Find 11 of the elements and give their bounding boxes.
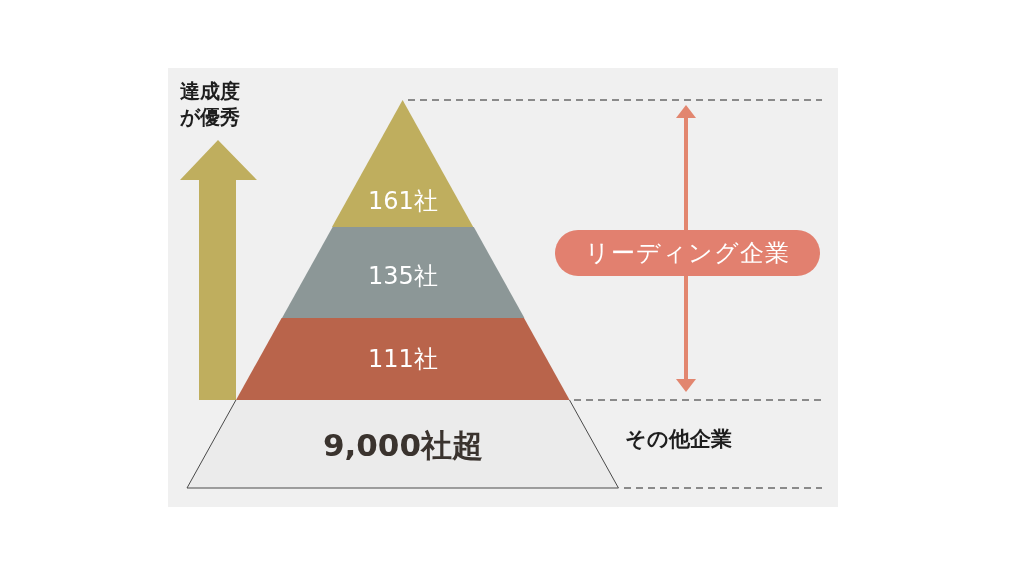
pyramid-tier — [236, 318, 570, 400]
company-count: 111社 — [368, 344, 438, 374]
company-count: 9,000社超 — [322, 427, 483, 465]
pyramid-tier — [332, 100, 474, 227]
category-pill: リーディング企業 — [555, 230, 820, 276]
group-label: その他企業 — [625, 426, 732, 453]
company-count: 161社 — [368, 186, 438, 216]
pyramid-tier — [281, 227, 525, 318]
axis-caption: 達成度が優秀 — [180, 78, 241, 130]
pyramid-tier — [187, 400, 619, 488]
company-count: 135社 — [368, 261, 438, 291]
